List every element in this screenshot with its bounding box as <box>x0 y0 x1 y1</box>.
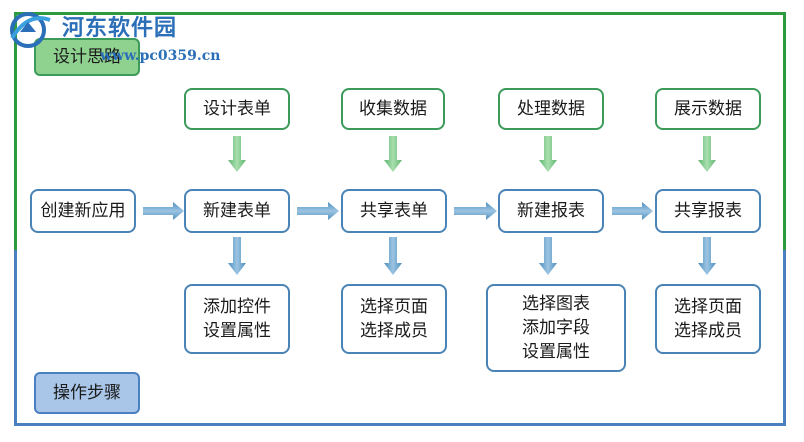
down-arrow-green-2 <box>384 136 402 172</box>
detail-share-report: 选择页面 选择成员 <box>655 284 761 354</box>
down-arrow-blue-2 <box>384 237 402 275</box>
down-arrow-blue-3 <box>539 237 557 275</box>
down-arrow-blue-1 <box>228 237 246 275</box>
right-arrow-4 <box>612 202 653 220</box>
down-arrow-green-3 <box>539 136 557 172</box>
right-arrow-2 <box>297 202 339 220</box>
down-arrow-green-1 <box>228 136 246 172</box>
watermark-logo <box>10 12 51 48</box>
design-node-form: 设计表单 <box>184 88 290 130</box>
design-node-process: 处理数据 <box>498 88 604 130</box>
step-new-report: 新建报表 <box>498 189 604 233</box>
right-arrow-1 <box>143 202 184 220</box>
down-arrow-blue-4 <box>698 237 716 275</box>
operation-section-label: 操作步骤 <box>34 372 140 414</box>
design-node-collect: 收集数据 <box>341 88 445 130</box>
operation-frame <box>14 250 786 426</box>
right-arrow-3 <box>454 202 497 220</box>
step-new-form: 新建表单 <box>184 189 290 233</box>
detail-share-form: 选择页面 选择成员 <box>341 284 447 354</box>
detail-new-report: 选择图表 添加字段 设置属性 <box>486 284 626 372</box>
step-share-report: 共享报表 <box>655 189 761 233</box>
step-share-form: 共享表单 <box>341 189 447 233</box>
down-arrow-green-4 <box>698 136 716 172</box>
design-node-display: 展示数据 <box>655 88 761 130</box>
step-create-app: 创建新应用 <box>30 189 136 233</box>
watermark-site-name: 河东软件园 <box>62 15 178 41</box>
detail-new-form: 添加控件 设置属性 <box>184 284 290 354</box>
design-section-label: 设计思路 <box>34 38 140 76</box>
watermark-url: www.pc0359.cn <box>100 48 221 64</box>
